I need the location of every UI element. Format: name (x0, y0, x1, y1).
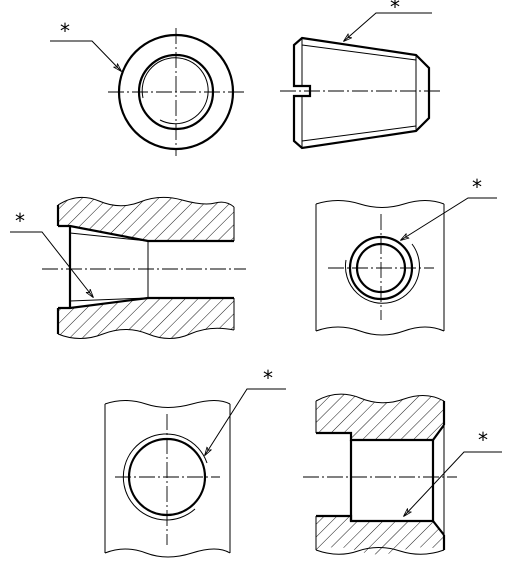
leader-line (404, 451, 502, 516)
tapered-pin-end-view: * (50, 19, 244, 156)
hatch-top (58, 197, 234, 241)
taper-edge-top (301, 44, 417, 61)
threaded-hole-top-view: * (104, 366, 286, 558)
wavy-break-top (104, 400, 231, 408)
hatch-bottom (316, 516, 444, 555)
counterbore-section: * (303, 393, 502, 555)
thread-arc (344, 243, 420, 304)
wavy-break-bottom (315, 547, 445, 555)
hatch-bottom (58, 298, 234, 338)
wavy-break-bottom (104, 548, 231, 558)
countersunk-bore-section: * (10, 196, 246, 339)
wavy-break-top (315, 393, 445, 404)
leader-line (10, 231, 93, 297)
finish-mark: * (60, 19, 70, 43)
tapered-pin-side-view: * (280, 0, 443, 150)
thread-arc (122, 433, 208, 521)
finish-mark: * (263, 366, 273, 390)
hatch-top (316, 394, 444, 440)
wavy-break-bottom (315, 326, 445, 336)
leader-line (344, 12, 432, 41)
wavy-break-bottom (57, 327, 235, 339)
taper-edge-bottom (69, 297, 149, 302)
countersink-profile (58, 224, 234, 310)
finish-mark: * (390, 0, 400, 19)
finish-mark: * (472, 175, 482, 199)
taper-edge-bottom (301, 125, 417, 142)
taper-edge-top (69, 232, 149, 242)
wavy-break-top (315, 200, 445, 208)
thread-arc (141, 57, 209, 125)
countersunk-bore-top-view: * (315, 175, 497, 336)
finish-mark: * (15, 209, 25, 233)
leader-line (205, 388, 286, 455)
leader-line (401, 197, 497, 240)
leader-line (50, 40, 121, 71)
pin-outline (292, 36, 431, 150)
wavy-break-top (57, 196, 235, 208)
finish-mark: * (478, 428, 488, 452)
